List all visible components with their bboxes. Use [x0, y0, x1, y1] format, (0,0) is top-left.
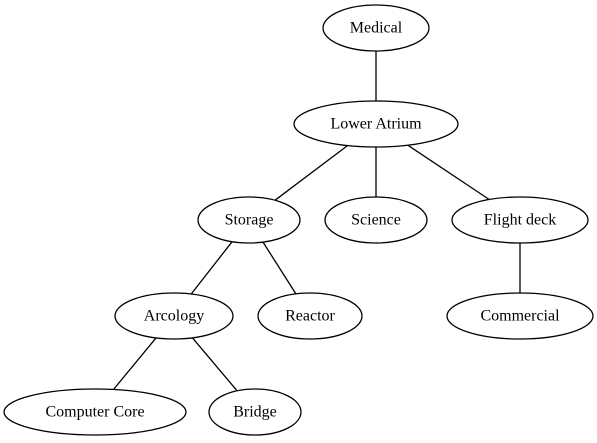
node-bridge: Bridge — [208, 388, 302, 436]
edges-layer — [112, 51, 521, 392]
node-label-reactor: Reactor — [285, 308, 335, 325]
node-reactor: Reactor — [257, 292, 363, 340]
node-flight-deck: Flight deck — [451, 196, 589, 244]
node-ellipse-arcology — [114, 292, 234, 340]
node-label-computer-core: Computer Core — [45, 404, 144, 421]
node-computer-core: Computer Core — [3, 388, 187, 436]
node-label-commercial: Commercial — [480, 308, 560, 325]
node-ellipse-computer-core — [3, 388, 187, 436]
node-ellipse-medical — [322, 4, 430, 52]
node-ellipse-science — [324, 196, 428, 244]
edge-lower-atrium-to-storage — [274, 145, 348, 201]
edge-storage-to-arcology — [190, 241, 233, 295]
node-label-flight-deck: Flight deck — [484, 212, 556, 229]
node-label-bridge: Bridge — [233, 404, 277, 421]
node-label-arcology: Arcology — [144, 308, 204, 325]
node-ellipse-bridge — [208, 388, 302, 436]
node-label-science: Science — [351, 212, 401, 229]
node-ellipse-flight-deck — [451, 196, 589, 244]
node-ellipse-reactor — [257, 292, 363, 340]
node-ellipse-storage — [197, 196, 301, 244]
edge-arcology-to-computer-core — [112, 337, 157, 390]
edge-arcology-to-bridge — [191, 337, 238, 392]
node-medical: Medical — [322, 4, 430, 52]
node-ellipse-lower-atrium — [293, 100, 459, 148]
node-arcology: Arcology — [114, 292, 234, 340]
node-commercial: Commercial — [446, 292, 594, 340]
node-lower-atrium: Lower Atrium — [293, 100, 459, 148]
node-label-storage: Storage — [225, 212, 274, 229]
node-science: Science — [324, 196, 428, 244]
node-storage: Storage — [197, 196, 301, 244]
node-ellipse-commercial — [446, 292, 594, 340]
node-label-lower-atrium: Lower Atrium — [330, 116, 422, 133]
edge-storage-to-reactor — [262, 241, 297, 295]
edge-lower-atrium-to-flight-deck — [407, 144, 490, 201]
node-label-medical: Medical — [350, 20, 403, 37]
